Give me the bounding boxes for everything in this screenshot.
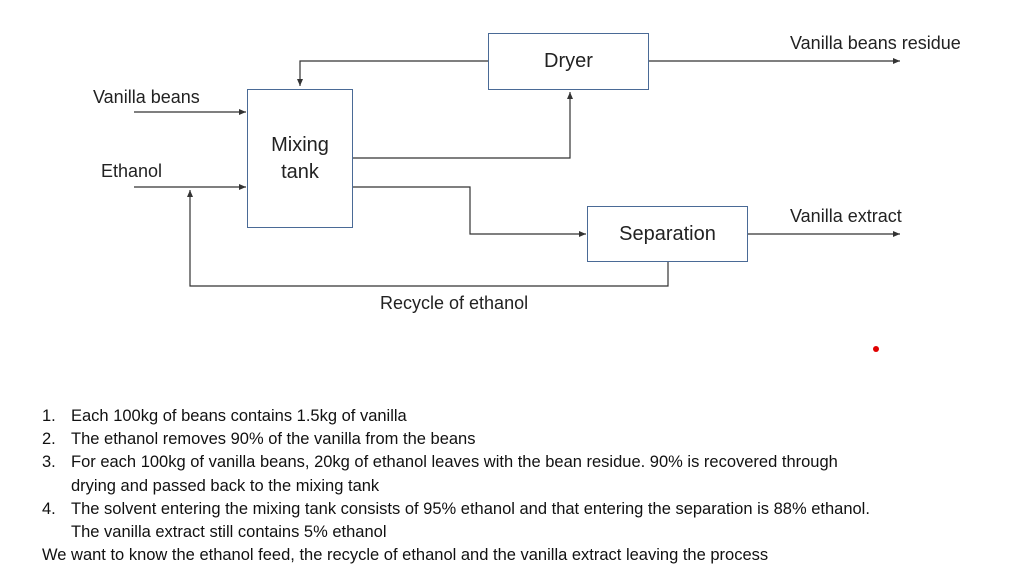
separation-label: Separation [619,222,716,245]
dryer-to-tank-arrow [297,60,488,86]
dryer-label: Dryer [544,50,593,72]
note-text: The solvent entering the mixing tank con… [71,499,870,542]
notes-list: 1. Each 100kg of beans contains 1.5kg of … [42,405,942,544]
mixing-tank-label: Mixing tank [271,133,329,183]
tank-to-separation-arrow [352,186,586,237]
note-text: The ethanol removes 90% of the vanilla f… [71,430,476,449]
ethanol-recycle-arrow [187,190,669,287]
note-number: 2. [42,430,56,449]
note-text: Each 100kg of beans contains 1.5kg of va… [71,407,407,425]
problem-notes: 1. Each 100kg of beans contains 1.5kg of … [42,405,942,567]
note-item: 3. For each 100kg of vanilla beans, 20kg … [42,451,856,497]
mixing-tank-box: Mixing tank [247,89,353,228]
note-text: For each 100kg of vanilla beans, 20kg of… [71,453,838,495]
ethanol-label: Ethanol [101,161,163,181]
recycle-label: Recycle of ethanol [380,293,529,313]
note-item: 4. The solvent entering the mixing tank c… [42,498,901,544]
separation-box: Separation [587,206,748,262]
process-flow-diagram [134,58,900,287]
note-item: 1. Each 100kg of beans contains 1.5kg of … [42,405,942,428]
vanilla-beans-label: Vanilla beans [93,87,200,107]
residue-label: Vanilla beans residue [790,33,961,53]
extract-label: Vanilla extract [790,206,902,226]
note-number: 3. [42,453,56,472]
dryer-box: Dryer [488,33,649,90]
note-number: 4. [42,499,56,518]
red-marker-dot [873,346,879,352]
note-number: 1. [42,407,56,425]
problem-conclusion: We want to know the ethanol feed, the re… [42,546,769,565]
tank-to-dryer-arrow [352,92,573,159]
note-item: 2. The ethanol removes 90% of the vanilla… [42,428,942,451]
